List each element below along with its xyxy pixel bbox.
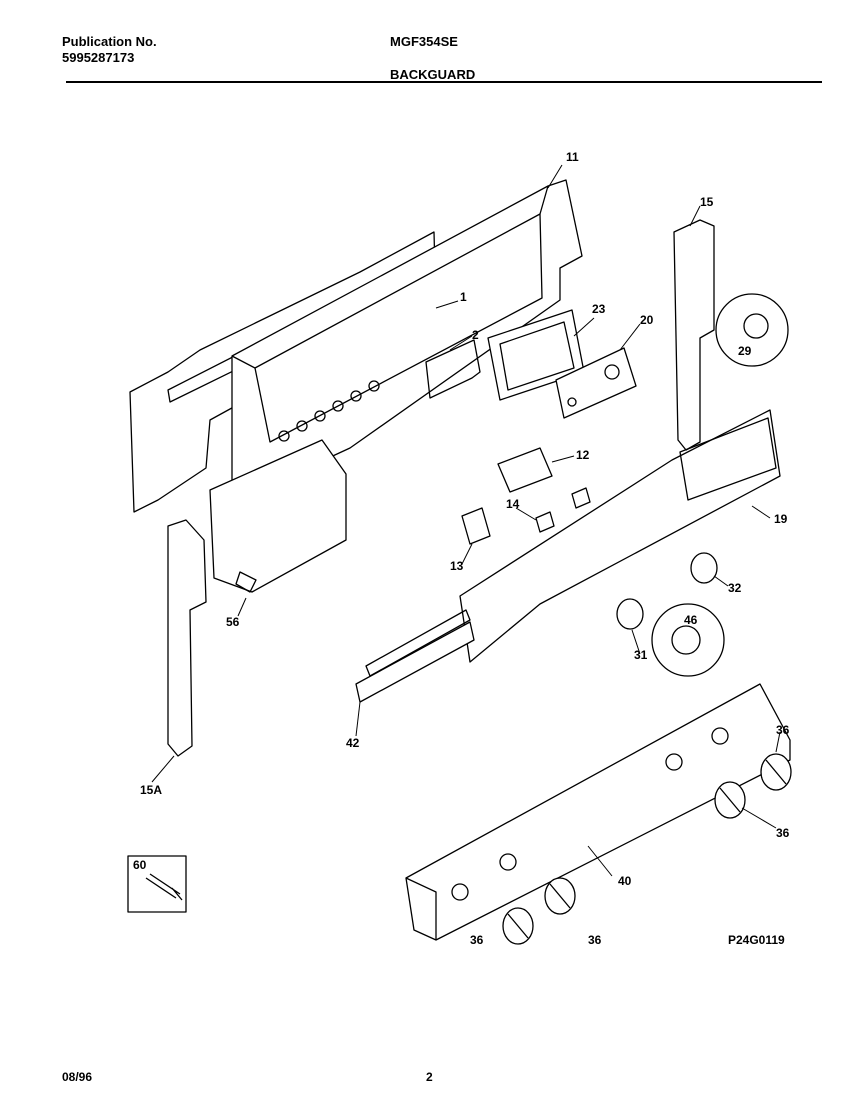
header-rule (66, 81, 822, 83)
callout-36-c: 36 (470, 933, 484, 947)
callout-40: 40 (618, 874, 632, 888)
trim-rail (355, 621, 475, 703)
callout-15: 15 (700, 195, 714, 209)
callout-14: 14 (506, 497, 520, 511)
callout-46: 46 (684, 613, 698, 627)
screw-detail-box (127, 855, 187, 913)
model-number: MGF354SE (390, 34, 458, 49)
callout-36-a: 36 (776, 723, 790, 737)
callout-29: 29 (738, 344, 752, 358)
callout-23: 23 (592, 302, 606, 316)
callout-13: 13 (450, 559, 464, 573)
right-side-bracket (673, 219, 715, 451)
callout-1: 1 (460, 290, 467, 304)
footer-date: 08/96 (62, 1070, 93, 1084)
backguard-housing (231, 179, 583, 569)
small-connector (535, 511, 555, 533)
callout-60: 60 (133, 858, 147, 872)
thermostat-block (461, 507, 491, 545)
callout-31: 31 (634, 648, 648, 662)
callout-15a: 15A (140, 783, 162, 797)
left-side-bracket (167, 519, 207, 757)
callout-42: 42 (346, 736, 360, 750)
shelf-bracket (425, 339, 481, 399)
callout-19: 19 (774, 512, 788, 526)
callout-36-d: 36 (588, 933, 602, 947)
callout-56: 56 (226, 615, 240, 629)
callout-leaders (151, 164, 781, 877)
knob-32 (690, 552, 718, 584)
footer-page-number: 2 (426, 1070, 433, 1084)
lower-left-panel (209, 439, 347, 593)
section-title: BACKGUARD (390, 67, 476, 82)
callout-12: 12 (576, 448, 590, 462)
figure-code: P24G0119 (728, 933, 785, 947)
publication-label: Publication No. (62, 34, 157, 49)
detail-circle-29 (715, 293, 789, 367)
front-control-panel (459, 409, 781, 663)
callout-11: 11 (566, 150, 579, 164)
callout-labels: 11 15 1 2 23 20 29 12 19 14 13 32 46 31 … (133, 150, 790, 947)
detail-circle-46 (651, 603, 725, 677)
callout-20: 20 (640, 313, 654, 327)
knob-31 (616, 598, 644, 630)
igniter-switch (497, 447, 553, 493)
publication-number: 5995287173 (62, 50, 135, 65)
callout-2: 2 (472, 328, 479, 342)
burner-knob-group (502, 753, 792, 945)
callout-32: 32 (728, 581, 742, 595)
manifold-cover (405, 683, 791, 941)
callout-36-b: 36 (776, 826, 790, 840)
